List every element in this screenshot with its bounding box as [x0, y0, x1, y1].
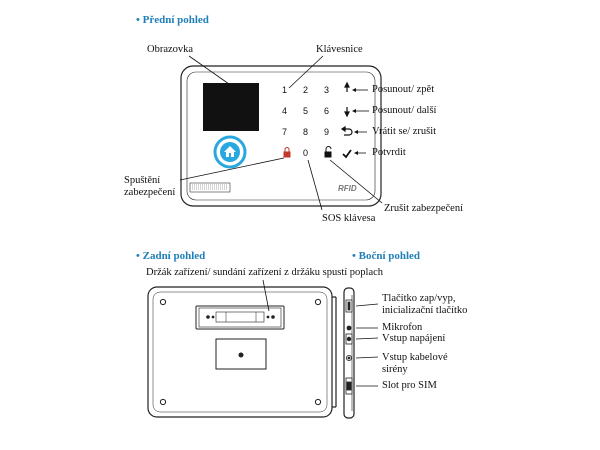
label-power-in: Vstup napájení [382, 333, 446, 344]
key-1: 1 [282, 85, 288, 95]
home-icon [224, 146, 236, 157]
rfid-logo: RFID [338, 184, 357, 193]
check-icon [342, 149, 352, 159]
key-7: 7 [282, 127, 288, 137]
label-sim: Slot pro SIM [382, 380, 437, 391]
arrow-down-icon [344, 107, 350, 118]
label-confirm: Potvrdit [372, 147, 406, 158]
key-2: 2 [303, 85, 309, 95]
lock-icon [283, 147, 291, 158]
label-bracket: Držák zařízení/ sundání zařízení z držák… [146, 267, 384, 278]
key-4: 4 [282, 106, 288, 116]
speaker-grille [189, 182, 231, 193]
label-power-button: Tlačítko zap/vyp, inicializační tlačítko [382, 293, 468, 316]
front-view-title: • Přední pohled [136, 14, 209, 26]
label-screen: Obrazovka [147, 44, 194, 55]
label-back: Vrátit se/ zrušit [372, 126, 437, 137]
front-panel [180, 65, 382, 207]
label-down: Posunout/ další [372, 105, 437, 116]
back-icon [340, 125, 353, 136]
back-screw-holes [159, 298, 322, 406]
label-siren: Vstup kabelové sirény [382, 352, 448, 375]
side-view-title: • Boční pohled [352, 250, 421, 262]
arrow-up-icon [344, 81, 350, 92]
label-mic: Mikrofon [382, 322, 423, 333]
key-0: 0 [303, 148, 309, 158]
key-8: 8 [303, 127, 309, 137]
key-6: 6 [324, 106, 330, 116]
back-cover [215, 338, 267, 370]
bracket [195, 305, 285, 330]
side-ports [345, 299, 353, 395]
label-up: Posunout/ zpět [372, 84, 435, 95]
label-sos: SOS klávesa [322, 213, 376, 224]
back-panel [147, 286, 337, 418]
back-view-title: • Zadní pohled [136, 250, 206, 262]
unlock-icon [324, 146, 332, 158]
bracket-holes [206, 315, 275, 319]
screen [203, 83, 259, 131]
label-arm: Spuštění zabezpečení [124, 175, 176, 198]
key-5: 5 [303, 106, 309, 116]
key-9: 9 [324, 127, 330, 137]
label-keypad: Klávesnice [316, 44, 363, 55]
key-3: 3 [324, 85, 330, 95]
label-disarm: Zrušit zabezpečení [384, 203, 463, 214]
